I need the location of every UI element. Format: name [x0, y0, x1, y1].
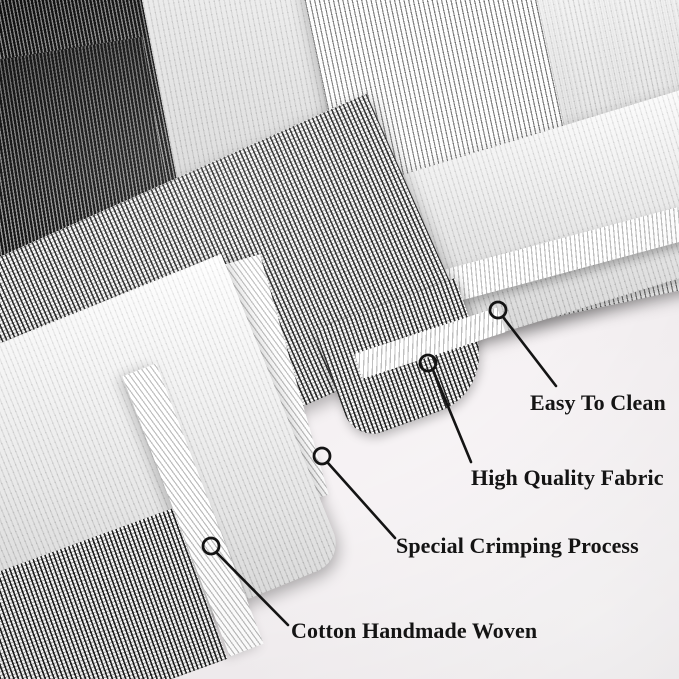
callout-label-easy-to-clean: Easy To Clean: [530, 390, 666, 415]
callout-label-high-quality-fabric: High Quality Fabric: [471, 465, 664, 490]
callout-label-special-crimping-process: Special Crimping Process: [396, 533, 639, 558]
callout-label-cotton-handmade-woven: Cotton Handmade Woven: [291, 618, 538, 643]
